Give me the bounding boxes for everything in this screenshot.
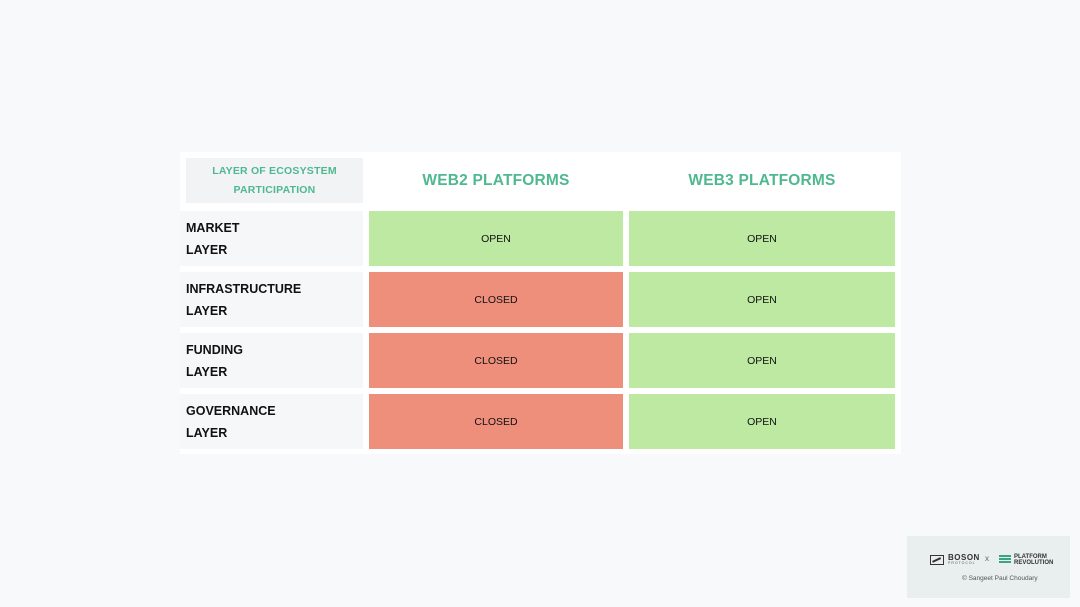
header-layer-label-line2: PARTICIPATION: [233, 184, 316, 196]
boson-sub: PROTOCOL: [948, 561, 976, 565]
row-label-line1: INFRASTRUCTURE: [186, 282, 302, 296]
boson-logo: BOSON PROTOCOL: [930, 554, 980, 565]
header-layer-label-line1: LAYER OF ECOSYSTEM: [212, 165, 337, 177]
platform-revolution-icon: [999, 555, 1011, 565]
cell-governance-web2: CLOSED: [369, 394, 623, 449]
cell-funding-web3: OPEN: [629, 333, 895, 388]
row-label-line2: LAYER: [186, 243, 228, 257]
row-label-line2: LAYER: [186, 304, 228, 318]
footer-logo-box: [907, 536, 1070, 598]
row-label-market: MARKET LAYER: [180, 211, 363, 266]
cell-infrastructure-web3: OPEN: [629, 272, 895, 327]
header-web3: WEB3 PLATFORMS: [688, 171, 836, 189]
row-label-infrastructure: INFRASTRUCTURE LAYER: [180, 272, 363, 327]
row-label-line1: MARKET: [186, 221, 240, 235]
cell-market-web2: OPEN: [369, 211, 623, 266]
row-label-line2: LAYER: [186, 365, 228, 379]
copyright-text: © Sangeet Paul Choudary: [962, 575, 1038, 582]
cell-market-web3: OPEN: [629, 211, 895, 266]
row-label-line1: FUNDING: [186, 343, 243, 357]
header-layer-label: LAYER OF ECOSYSTEM PARTICIPATION: [186, 158, 363, 203]
boson-icon: [930, 554, 944, 565]
platform-revolution-logo: PLATFORM REVOLUTION: [999, 554, 1053, 566]
platform-line1: PLATFORM: [1014, 554, 1047, 560]
cell-governance-web3: OPEN: [629, 394, 895, 449]
logo-separator: x: [985, 554, 989, 563]
platform-line2: REVOLUTION: [1014, 560, 1054, 566]
row-label-line2: LAYER: [186, 426, 228, 440]
row-label-funding: FUNDING LAYER: [180, 333, 363, 388]
cell-infrastructure-web2: CLOSED: [369, 272, 623, 327]
header-web2: WEB2 PLATFORMS: [422, 171, 570, 189]
boson-name: BOSON: [948, 553, 980, 562]
cell-funding-web2: CLOSED: [369, 333, 623, 388]
row-label-governance: GOVERNANCE LAYER: [180, 394, 363, 449]
row-label-line1: GOVERNANCE: [186, 404, 276, 418]
